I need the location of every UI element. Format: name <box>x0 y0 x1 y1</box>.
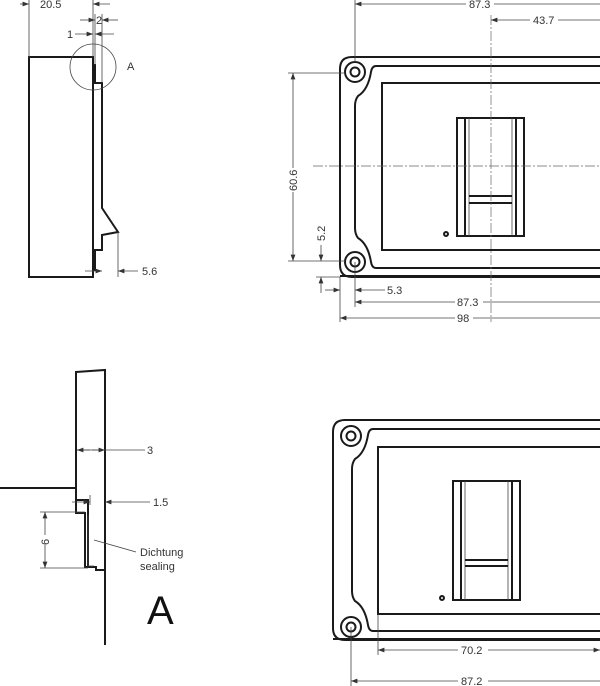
hatched-lid-section <box>75 368 106 571</box>
dim-20-5: 20.5 <box>40 0 61 11</box>
dim-98: 98 <box>457 313 469 325</box>
dim-87-2: 87.2 <box>461 676 482 686</box>
seal-leader <box>93 539 137 553</box>
detail-a-section: 3 1.5 6 Dichtung sealing A <box>0 368 183 645</box>
bottom-view: 70.2 87.2 <box>332 419 600 686</box>
dim-87-3-top: 87.3 <box>469 0 490 11</box>
detail-a-marker: A <box>127 61 135 73</box>
dim-1-5: 1.5 <box>153 497 168 509</box>
seal <box>87 515 94 567</box>
lid-profile <box>93 64 120 271</box>
dim-1: 1 <box>67 29 73 41</box>
dim-43-7: 43.7 <box>533 15 554 27</box>
dim-5-6: 5.6 <box>142 266 157 278</box>
inner-panel <box>377 446 600 615</box>
led-dot <box>439 595 445 601</box>
dim-6: 6 <box>40 539 52 545</box>
dim-2: 2 <box>96 15 102 27</box>
dim-3: 3 <box>147 445 153 457</box>
seal-label-de: Dichtung <box>140 547 183 559</box>
dim-60-6: 60.6 <box>288 170 300 191</box>
screw-hole <box>344 61 366 83</box>
fingerprint-sensor <box>452 480 521 601</box>
dim-70-2: 70.2 <box>461 645 482 657</box>
dim-5-2: 5.2 <box>316 226 328 241</box>
screw-hole <box>340 425 362 447</box>
seal-label-en: sealing <box>140 561 175 573</box>
led-dot <box>443 231 449 237</box>
detail-a-title: A <box>147 589 174 633</box>
seal-groove <box>354 65 600 269</box>
dim-87-3-bottom: 87.3 <box>457 297 478 309</box>
fingerprint-sensor <box>456 117 525 237</box>
top-view: 87.3 43.7 60.6 5.2 5.3 87.3 98 <box>287 0 600 325</box>
dim-5-3: 5.3 <box>387 285 402 297</box>
side-view: A 20.5 2 1 5.6 <box>20 0 157 278</box>
housing-body <box>28 56 94 278</box>
